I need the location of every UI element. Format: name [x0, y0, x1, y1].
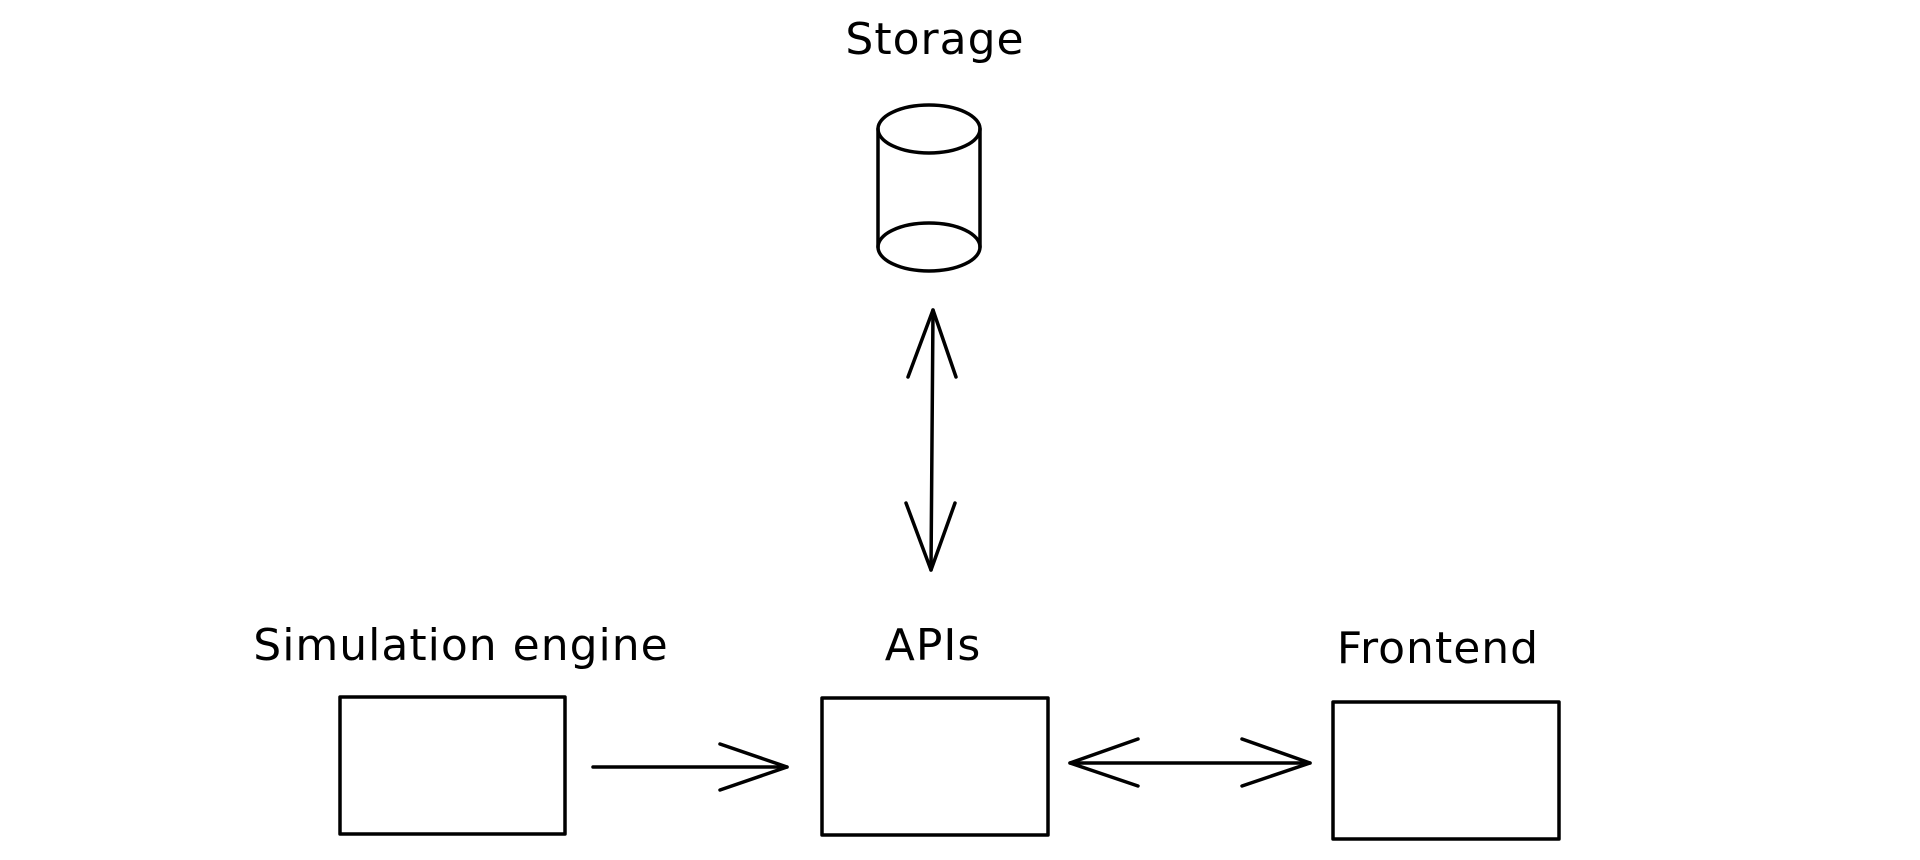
- apis-box: [820, 696, 1050, 837]
- frontend-node[interactable]: Frontend: [1331, 623, 1561, 841]
- simulation-apis-arrow: [591, 742, 789, 792]
- simulation-engine-label: Simulation engine: [253, 620, 668, 671]
- frontend-box: [1331, 700, 1561, 841]
- storage-label: Storage: [845, 14, 1024, 65]
- apis-node[interactable]: APIs: [820, 620, 1050, 837]
- simulation-engine-node[interactable]: Simulation engine: [253, 620, 668, 836]
- simulation-engine-box: [338, 695, 567, 836]
- database-cylinder-icon: [876, 103, 982, 273]
- storage-node[interactable]: Storage: [845, 14, 1024, 273]
- apis-label: APIs: [885, 620, 982, 671]
- apis-frontend-arrow: [1068, 737, 1312, 788]
- storage-apis-arrow: [904, 308, 958, 572]
- frontend-label: Frontend: [1337, 623, 1539, 674]
